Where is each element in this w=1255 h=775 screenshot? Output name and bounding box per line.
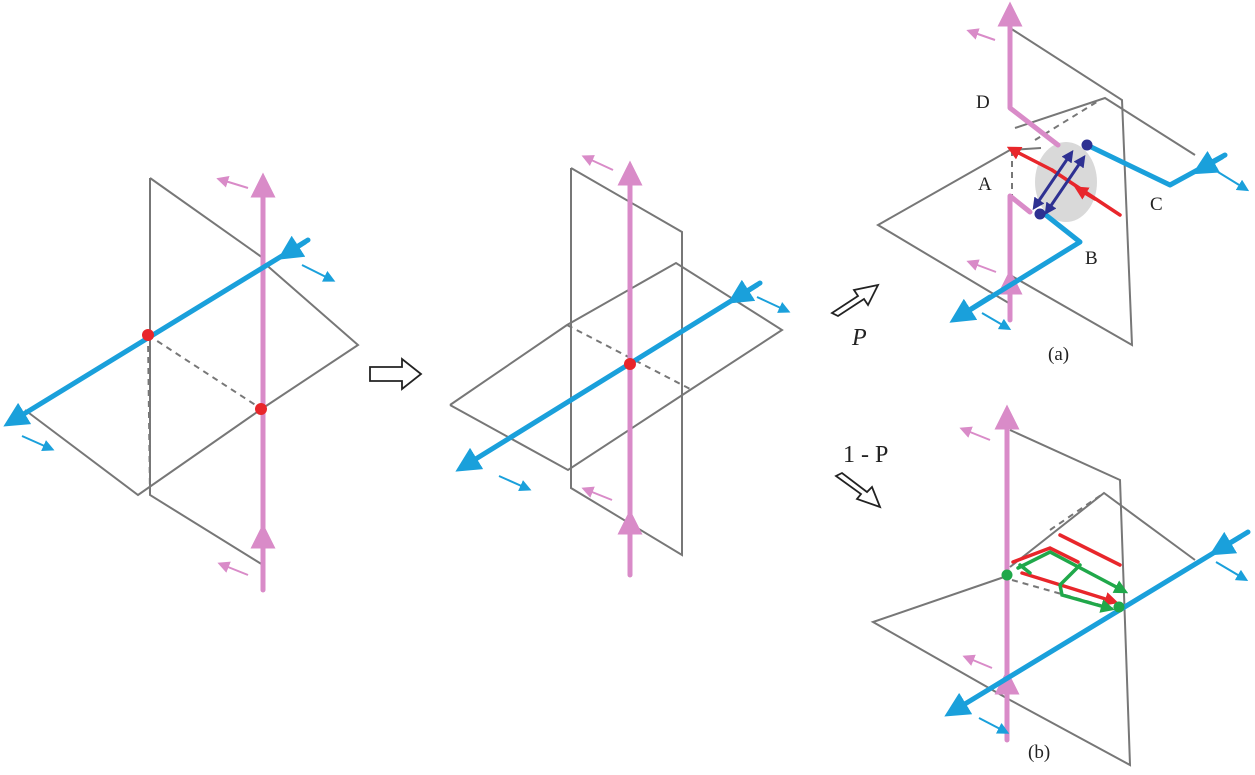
pink-direction-arrow bbox=[959, 426, 991, 441]
pink-direction-arrow bbox=[581, 486, 613, 501]
blue-line-arrow bbox=[727, 279, 760, 304]
arrow-to-b bbox=[834, 471, 882, 509]
caption-a: (a) bbox=[1048, 344, 1069, 365]
junction-point bbox=[1001, 569, 1013, 581]
blue-line-arrow bbox=[277, 235, 308, 260]
junction-point bbox=[1113, 601, 1125, 613]
pink-line-lower-part bbox=[1007, 193, 1033, 323]
blue-line-lower-part bbox=[962, 209, 1083, 316]
probability-1-minus-p-label: 1 - P bbox=[843, 442, 888, 468]
red-strand bbox=[1058, 533, 1122, 567]
horizontal-plane bbox=[1014, 96, 1196, 156]
horizontal-plane bbox=[1009, 491, 1196, 568]
green-loop bbox=[1058, 563, 1115, 613]
blue-direction-arrow bbox=[1217, 171, 1250, 192]
label-b: B bbox=[1085, 248, 1098, 269]
pink-direction-arrow bbox=[966, 28, 996, 41]
vertical-plane bbox=[1009, 429, 1132, 767]
blue-direction-arrow bbox=[1215, 561, 1249, 582]
blue-direction-arrow bbox=[498, 475, 532, 492]
hidden-edge bbox=[1049, 492, 1105, 531]
red-strand bbox=[1020, 571, 1119, 606]
horizontal-plane bbox=[870, 574, 1011, 701]
blue-direction-arrow bbox=[981, 312, 1012, 331]
vertical-plane-top-edge bbox=[149, 177, 264, 259]
blue-line bbox=[3, 237, 311, 427]
label-c: C bbox=[1150, 194, 1163, 215]
probability-p-label: P bbox=[851, 325, 867, 351]
transition-arrow bbox=[369, 357, 423, 391]
pink-direction-arrow bbox=[216, 176, 249, 189]
green-loop bbox=[1018, 563, 1032, 575]
pink-direction-arrow bbox=[962, 654, 993, 669]
horizontal-plane bbox=[876, 149, 1013, 306]
intersection-point bbox=[142, 329, 154, 341]
vertical-plane bbox=[1009, 27, 1134, 347]
label-a: A bbox=[978, 174, 992, 195]
red-strand bbox=[1011, 546, 1080, 564]
hidden-edge bbox=[147, 334, 151, 496]
panel-merged bbox=[449, 155, 791, 578]
vertical-plane bbox=[149, 178, 264, 566]
panel-a: D A B C (a) bbox=[876, 1, 1250, 365]
green-loop bbox=[1016, 550, 1129, 594]
arrow-to-a bbox=[830, 283, 880, 318]
blue-direction-arrow bbox=[301, 264, 336, 282]
intersection-point bbox=[255, 403, 267, 415]
caption-b: (b) bbox=[1028, 742, 1050, 763]
junction-point bbox=[1034, 208, 1046, 220]
horizontal-plane bbox=[449, 261, 784, 472]
panel-b: (b) bbox=[870, 404, 1251, 767]
pink-direction-arrow bbox=[217, 561, 249, 576]
pink-direction-arrow bbox=[966, 259, 997, 273]
blue-line bbox=[944, 529, 1251, 717]
blue-direction-arrow bbox=[21, 435, 55, 452]
blue-line-arrow bbox=[1209, 531, 1243, 556]
blue-line bbox=[455, 280, 763, 472]
blue-line-arrow bbox=[1192, 150, 1225, 175]
horizontal-plane bbox=[24, 261, 360, 497]
pink-line-upper-part bbox=[1007, 27, 1061, 148]
merged-intersection-point bbox=[624, 358, 636, 370]
blue-line-arrow bbox=[949, 294, 993, 323]
blue-direction-arrow bbox=[756, 296, 791, 313]
blue-direction-arrow bbox=[978, 717, 1010, 734]
panel-initial bbox=[3, 172, 360, 593]
hidden-edge bbox=[147, 334, 261, 409]
junction-point bbox=[1081, 139, 1093, 151]
label-d: D bbox=[976, 92, 990, 113]
swap-arrow bbox=[1044, 155, 1086, 215]
pink-direction-arrow bbox=[581, 155, 614, 171]
